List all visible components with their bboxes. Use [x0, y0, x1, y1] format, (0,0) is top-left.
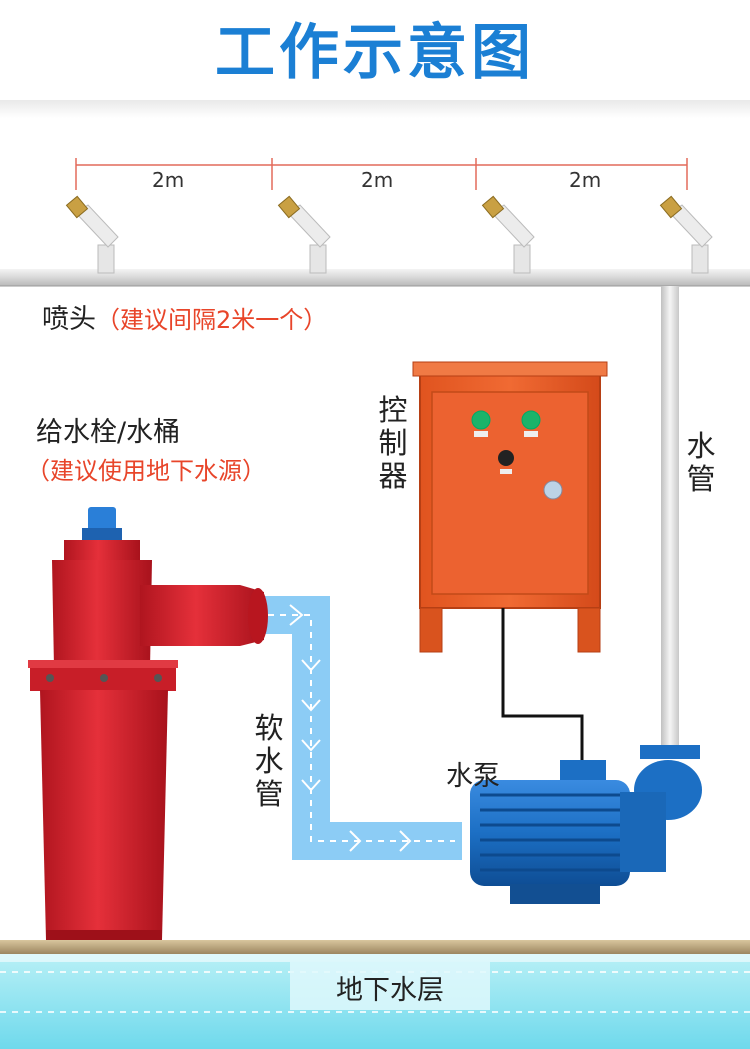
water-pipe-label: 水管 [686, 429, 716, 496]
ground-surface [0, 940, 750, 954]
spacing-dimension-line [75, 158, 688, 190]
nozzle-3 [481, 195, 535, 274]
hydrant-note: （建议使用地下水源） [26, 457, 266, 485]
nozzle-note: （建议间隔2米一个） [96, 306, 328, 334]
groundwater-label-box [290, 962, 490, 1010]
spacing-label-3: 2m [569, 168, 602, 192]
nozzle-1 [65, 195, 119, 274]
nozzle-label: 喷头（建议间隔2米一个） [42, 303, 327, 337]
nozzle-label-text: 喷头 [42, 304, 96, 335]
main-pipe [0, 269, 750, 286]
hydrant [28, 507, 268, 940]
pump-label: 水泵 [446, 761, 500, 792]
groundwater-label: 地下水层 [336, 975, 444, 1006]
spacing-label-2: 2m [361, 168, 394, 192]
water-pump [470, 745, 702, 904]
page-title: 工作示意图 [215, 18, 535, 88]
nozzle-2 [277, 195, 331, 274]
spacing-label-1: 2m [152, 168, 185, 192]
title-divider [0, 100, 750, 118]
controller-label: 控制器 [378, 393, 408, 493]
control-cable [501, 608, 584, 760]
controller-box [412, 361, 608, 653]
vertical-water-pipe [661, 286, 679, 756]
hose-label: 软水管 [254, 711, 284, 811]
nozzle-4 [659, 195, 713, 274]
hydrant-label: 给水栓/水桶 [36, 417, 181, 448]
